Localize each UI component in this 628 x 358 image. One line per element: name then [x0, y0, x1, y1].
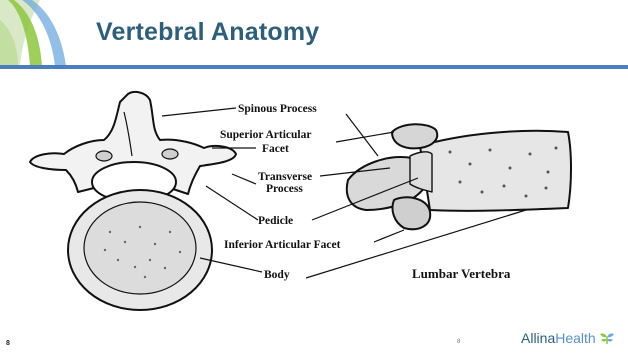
logo-name-part2: Health	[555, 330, 595, 346]
label-inferior-articular-facet: Inferior Articular Facet	[224, 239, 341, 251]
allina-health-logo: AllinaHealth	[521, 330, 615, 346]
superior-view-vertebra	[30, 92, 236, 310]
caption-lumbar-vertebra: Lumbar Vertebra	[412, 266, 511, 281]
label-body: Body	[264, 269, 290, 281]
slide-title: Vertebral Anatomy	[96, 18, 319, 47]
label-superior-articular-line2: Facet	[262, 143, 289, 155]
label-pedicle: Pedicle	[258, 215, 293, 227]
label-spinous-process: Spinous Process	[238, 103, 317, 115]
slide-number-center: 8	[457, 339, 460, 345]
vertebra-diagram: Spinous Process Superior Articular Facet…	[0, 72, 628, 334]
label-transverse-line2: Process	[266, 183, 303, 195]
logo-name-part1: Allina	[521, 330, 555, 346]
lateral-view-vertebra	[347, 124, 571, 229]
slide-number: 8	[6, 340, 10, 347]
corner-decoration	[0, 0, 95, 66]
logo-text: AllinaHealth	[521, 330, 596, 346]
label-superior-articular-line1: Superior Articular	[220, 129, 311, 141]
label-transverse-line1: Transverse	[258, 171, 312, 183]
allina-health-leaf-icon	[599, 331, 615, 345]
title-rule	[0, 65, 628, 69]
